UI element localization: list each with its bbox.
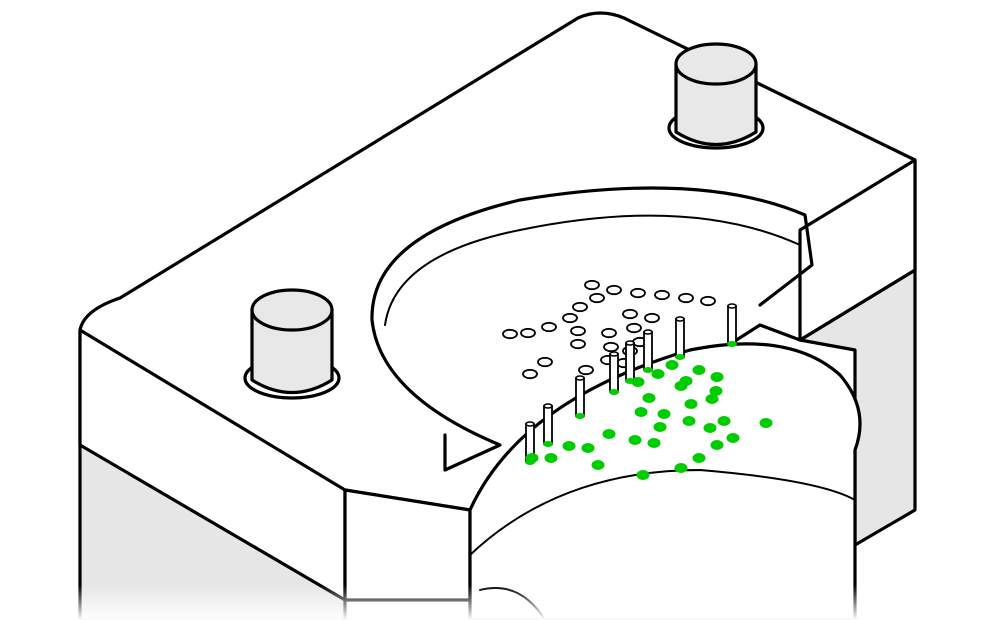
cavity-outline [370,186,814,472]
contact-dot-icon [705,394,719,404]
contact-dot-icon [684,399,698,409]
contact-dot-icon [679,376,693,386]
contact-dot-icon [674,463,688,473]
ejector-pin-icon [675,316,685,360]
ejector-hole [700,295,716,307]
contact-dot-icon [591,460,605,470]
ejector-hole [572,301,588,313]
ejector-hole [570,338,586,350]
contact-dot-icon [653,422,667,432]
ejector-hole [589,292,605,304]
contact-dot-icon [759,418,773,428]
ejector-hole [678,292,694,304]
ejector-hole [654,289,670,301]
ejector-pin-group [525,303,737,465]
ejector-hole [622,308,638,320]
contact-dot-icon [710,372,724,382]
contact-dot-icon [703,423,717,433]
ejector-hole [537,356,553,368]
contact-dot-icon [710,440,724,450]
contact-dot-icon [665,360,679,370]
contact-dot-icon [709,386,723,396]
ejector-hole [522,368,538,380]
contact-dot-icon [525,453,539,463]
contact-dot-icon [682,416,696,426]
ejector-pin-icon [643,329,653,373]
ejector-hole [562,312,578,324]
contact-dot-icon [628,435,642,445]
ejector-hole [606,284,622,296]
ejector-hole [601,327,617,339]
ejector-pin-icon [543,403,553,447]
ejector-hole [502,328,518,340]
ejector-pin-icon [609,351,619,395]
contact-dot-icon [657,409,671,419]
plate-right-edge [343,488,472,602]
contact-dot-icon [544,453,558,463]
contact-dot-icon [692,453,706,463]
contact-dot-icon [692,365,706,375]
ejector-hole [603,341,619,353]
contact-dot-icon [642,393,656,403]
contact-dot-group [525,360,773,480]
ejector-hole [578,364,594,376]
ejector-hole [630,287,646,299]
ejector-hole [584,279,600,291]
contact-dot-icon [562,441,576,451]
contact-dot-icon [602,429,616,439]
contact-dot-icon [631,377,645,387]
ejector-hole-group [502,279,716,380]
contact-dot-icon [636,470,650,480]
ejector-hole [541,321,557,333]
contact-dot-icon [726,433,740,443]
ejector-pin-icon [575,375,585,419]
plate-side-edge [798,158,917,342]
guide-pin-icon [667,42,765,150]
guide-pin-icon [243,288,341,400]
contact-dot-icon [651,369,665,379]
ejector-pin-icon [727,303,737,347]
contact-dot-icon [647,438,661,448]
contact-dot-icon [581,443,595,453]
ejector-hole [520,327,536,339]
ejector-hole [644,312,660,324]
contact-dot-icon [717,416,731,426]
ejector-pin-icon [625,340,635,384]
bottom-fade [0,585,1000,620]
cavity-floor-edge [384,214,801,326]
ejector-hole [626,322,642,334]
ejector-hole [570,325,586,337]
contact-dot-icon [634,407,648,417]
